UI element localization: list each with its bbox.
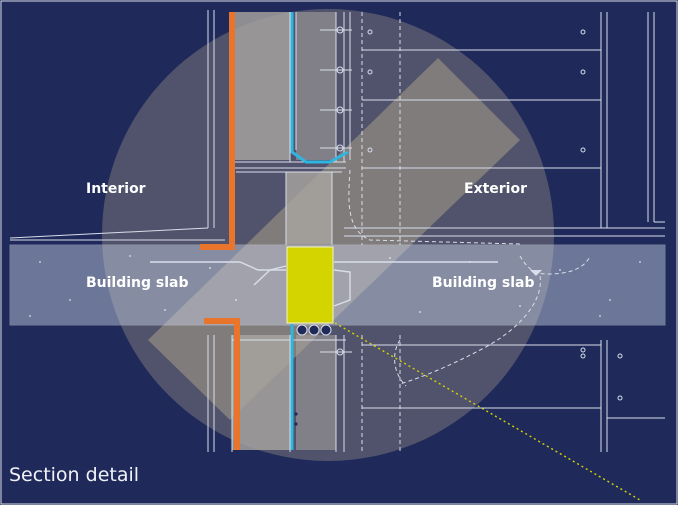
firestop-block	[287, 247, 333, 323]
building-slab-label-left: Building slab	[86, 275, 189, 291]
wall-edge-lines	[231, 12, 351, 452]
fire-barrier	[200, 12, 240, 450]
lower-insulation-panel	[232, 335, 290, 450]
membrane	[290, 12, 349, 450]
interior-wall-lines	[9, 10, 225, 452]
membrane-markers	[294, 412, 298, 426]
section-detail-caption: Section detail	[9, 464, 140, 486]
drainage-path	[348, 169, 591, 387]
upper-insulation-panel	[232, 12, 290, 160]
highlight-band	[148, 58, 520, 420]
lower-cavity-panel	[296, 335, 336, 450]
exterior-label: Exterior	[464, 181, 528, 197]
building-slab	[9, 244, 666, 326]
panel-fasteners	[320, 26, 352, 356]
exterior-grid-lines	[344, 12, 665, 452]
leader-line	[334, 322, 641, 501]
exterior-bolts	[367, 29, 623, 401]
backer-rods	[296, 324, 332, 336]
upper-cavity-panel	[296, 12, 336, 160]
building-slab-label-right: Building slab	[432, 275, 535, 291]
firestop-outline	[286, 246, 334, 324]
interior-label: Interior	[86, 181, 146, 197]
mid-insulation-block	[286, 172, 332, 244]
anchor-brackets	[150, 261, 498, 307]
